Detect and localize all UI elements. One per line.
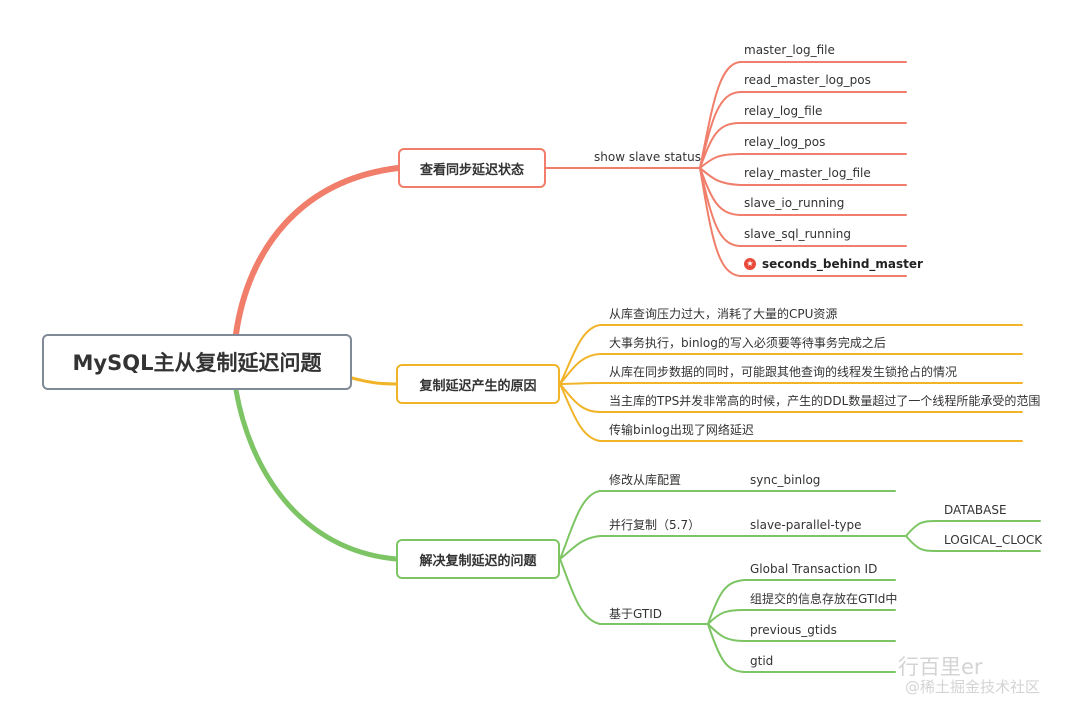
- solutions-branch-lines: [559, 490, 1041, 673]
- topic-status-field[interactable]: slave_io_running: [744, 196, 845, 210]
- branch-solutions-node[interactable]: 解决复制延迟的问题: [396, 539, 560, 579]
- topic-cause[interactable]: 从库查询压力过大，消耗了大量的CPU资源: [609, 307, 838, 321]
- topic-cause[interactable]: 当主库的TPS并发非常高的时候，产生的DDL数量超过了一个线程所能承受的范围: [609, 394, 1041, 408]
- topic-status-field[interactable]: slave_sql_running: [744, 227, 851, 241]
- topic-cause[interactable]: 从库在同步数据的同时，可能跟其他查询的线程发生锁抢占的情况: [609, 365, 958, 379]
- topic-sync-binlog[interactable]: sync_binlog: [750, 473, 821, 487]
- topic-parallel-replication[interactable]: 并行复制（5.7）: [609, 518, 701, 532]
- root-topic[interactable]: MySQL主从复制延迟问题: [42, 334, 352, 390]
- topic-modify-replica-config[interactable]: 修改从库配置: [609, 473, 682, 487]
- topic-status-field[interactable]: read_master_log_pos: [744, 73, 871, 87]
- connector-root-status: [233, 165, 401, 337]
- topic-gtid-child[interactable]: gtid: [750, 654, 774, 668]
- topic-status-field[interactable]: master_log_file: [744, 43, 835, 57]
- causes-branch-lines: [559, 324, 1023, 442]
- topic-status-field[interactable]: relay_log_file: [744, 104, 823, 118]
- topic-slave-parallel-type[interactable]: slave-parallel-type: [750, 518, 862, 532]
- connector-root-solutions: [233, 387, 399, 562]
- topic-gtid-based[interactable]: 基于GTID: [609, 607, 662, 621]
- branch-causes-node[interactable]: 复制延迟产生的原因: [396, 364, 560, 404]
- topic-status-field[interactable]: relay_log_pos: [744, 135, 826, 149]
- topic-seconds-behind-master[interactable]: seconds_behind_master: [762, 257, 923, 271]
- topic-show-slave-status[interactable]: show slave status: [594, 150, 701, 164]
- topic-status-field[interactable]: relay_master_log_file: [744, 166, 871, 180]
- topic-cause[interactable]: 大事务执行，binlog的写入必须要等待事务完成之后: [609, 336, 886, 350]
- topic-parallel-option[interactable]: LOGICAL_CLOCK: [944, 533, 1043, 547]
- connector-root-causes: [350, 376, 398, 386]
- star-badge-icon: ★: [744, 258, 756, 270]
- topic-parallel-option[interactable]: DATABASE: [944, 503, 1007, 517]
- watermark-author: 行百里er: [898, 655, 983, 679]
- topic-gtid-child[interactable]: 组提交的信息存放在GTId中: [750, 592, 898, 606]
- topic-gtid-child[interactable]: Global Transaction ID: [750, 562, 878, 576]
- branch-status-node[interactable]: 查看同步延迟状态: [398, 148, 546, 188]
- topic-cause[interactable]: 传输binlog出现了网络延迟: [609, 423, 754, 437]
- topic-gtid-child[interactable]: previous_gtids: [750, 623, 837, 637]
- status-branch-lines: [545, 61, 907, 277]
- watermark-site: @稀土掘金技术社区: [905, 678, 1041, 696]
